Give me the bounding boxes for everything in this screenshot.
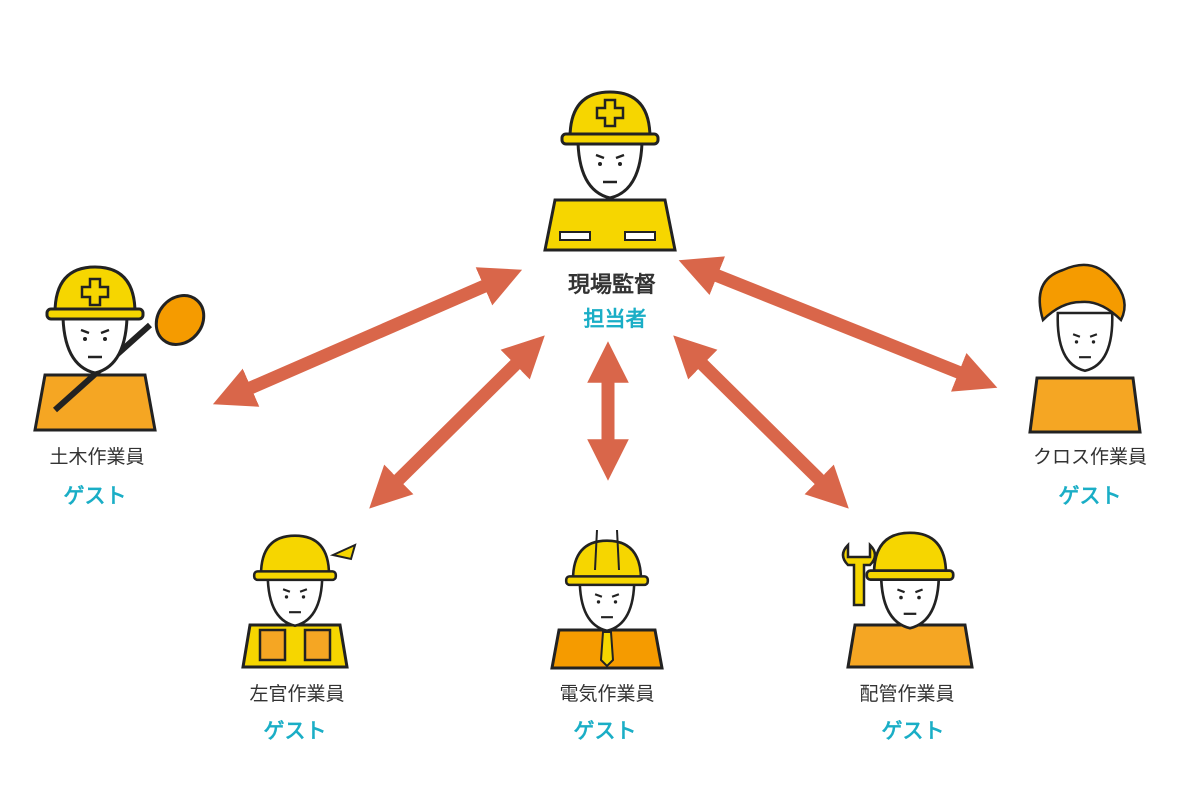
supervisor-role: 担当者 [583, 307, 647, 331]
cloth-worker-title: クロス作業員 [1032, 446, 1148, 468]
arrow-civil [212, 267, 523, 407]
civil-worker-illustration [33, 265, 206, 432]
supervisor-illustration [543, 90, 677, 252]
plaster-worker-role: ゲスト [263, 719, 327, 743]
cloth-worker-illustration [1028, 263, 1142, 434]
cloth-worker-role: ゲスト [1058, 484, 1122, 508]
arrow-cloth [678, 256, 998, 392]
civil-worker-title: 土木作業員 [49, 446, 145, 468]
arrow-piping [673, 335, 849, 509]
civil-worker-role: ゲスト [63, 484, 127, 508]
arrow-plaster [369, 335, 545, 509]
piping-worker-illustration [841, 531, 974, 669]
electric-worker-title: 電気作業員 [559, 683, 655, 705]
plaster-worker-title: 左官作業員 [249, 683, 345, 705]
piping-worker-title: 配管作業員 [859, 683, 955, 705]
electric-worker-illustration [550, 529, 664, 670]
electric-worker-role: ゲスト [573, 719, 637, 743]
supervisor-title: 現場監督 [567, 273, 657, 298]
plaster-worker-illustration [241, 534, 357, 669]
piping-worker-role: ゲスト [881, 719, 945, 743]
